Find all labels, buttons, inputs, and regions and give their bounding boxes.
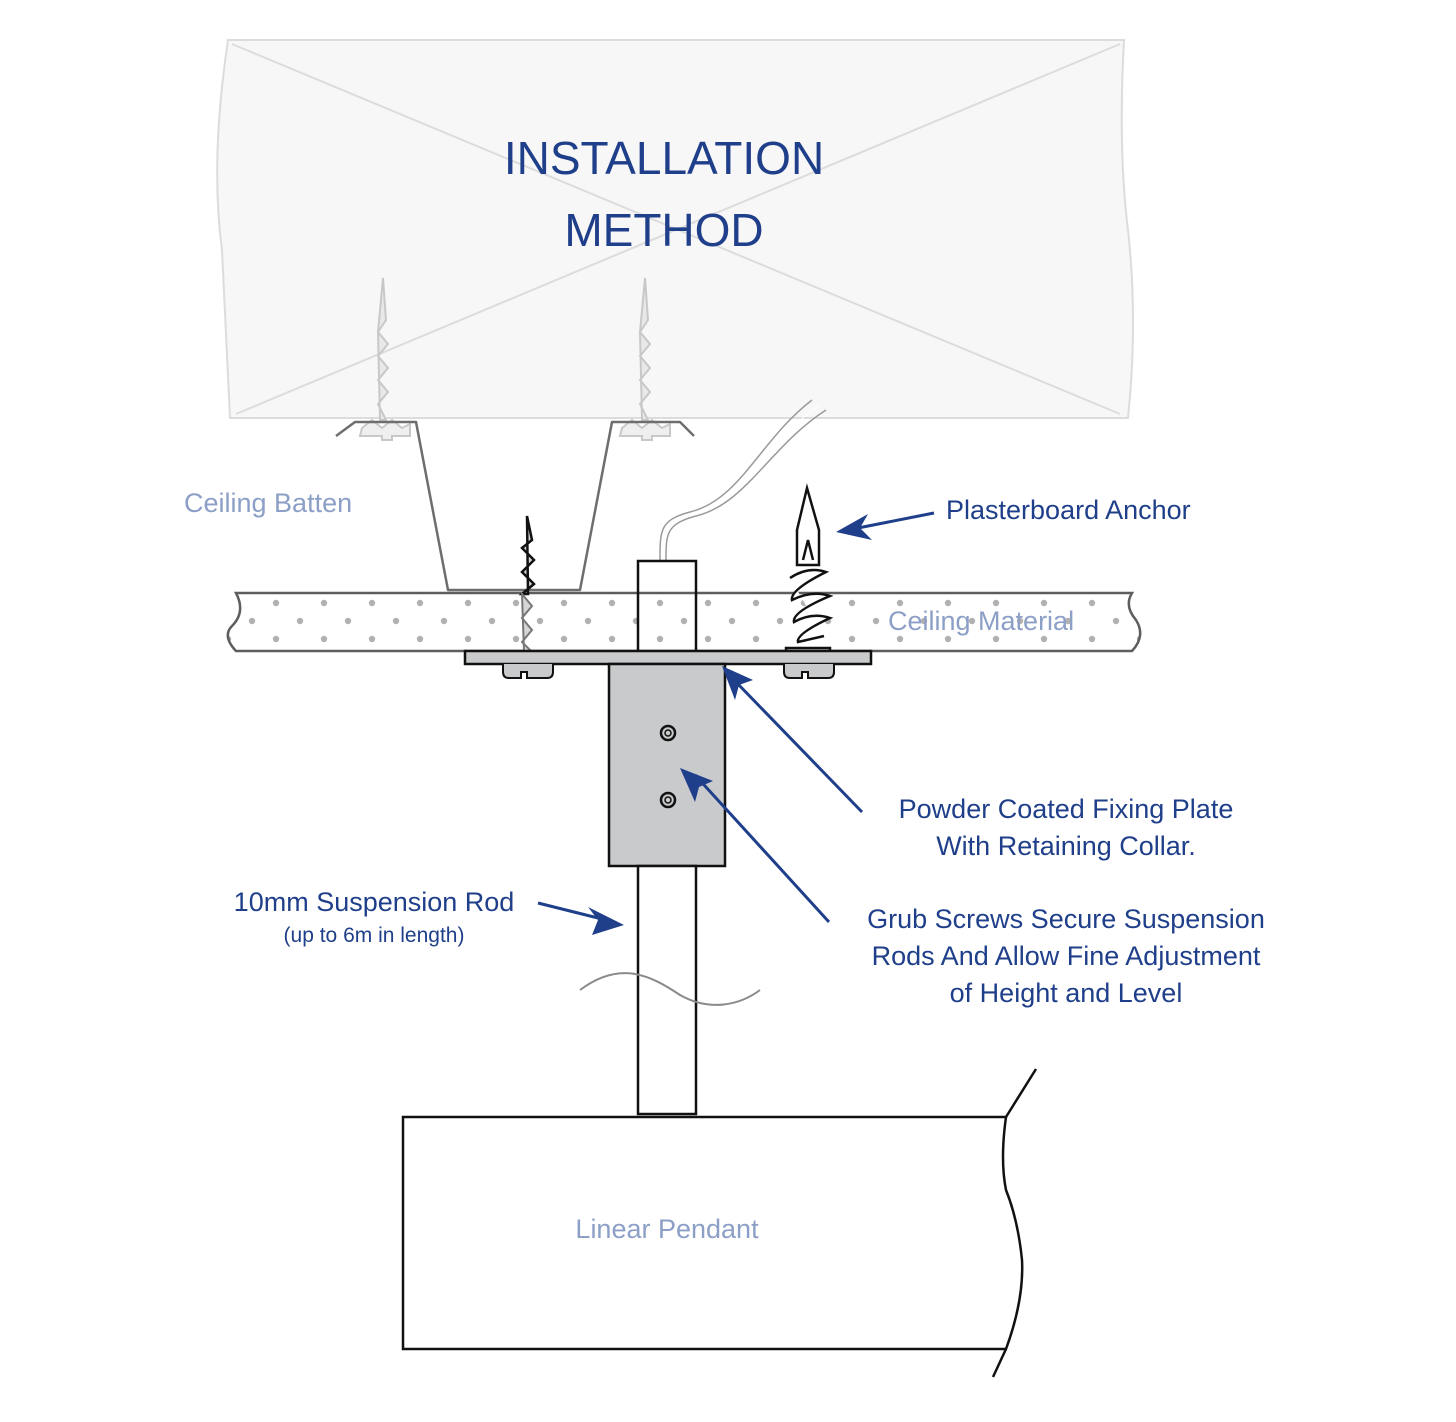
title-line-1: INSTALLATION xyxy=(504,132,824,184)
screw-head-right-icon xyxy=(783,664,835,679)
label-grub-screws-line-3: of Height and Level xyxy=(950,978,1183,1008)
label-grub-screws-line-1: Grub Screws Secure Suspension xyxy=(867,904,1265,934)
label-fixing-plate-line-1: Powder Coated Fixing Plate xyxy=(899,794,1234,824)
label-ceiling-material: Ceiling Material xyxy=(888,606,1074,636)
pendant-break-line xyxy=(991,1068,1038,1378)
label-ceiling-batten: Ceiling Batten xyxy=(184,488,352,518)
ceiling-void-block xyxy=(216,39,1134,419)
leader-arrows xyxy=(537,511,935,935)
screw-head-left-icon xyxy=(502,664,554,679)
ceiling-material-board xyxy=(226,591,1142,653)
label-plasterboard-anchor: Plasterboard Anchor xyxy=(946,495,1191,525)
arrow-suspension-rod-icon xyxy=(537,901,624,935)
ceiling-batten xyxy=(335,420,695,592)
batten-screw-right-icon xyxy=(618,277,671,441)
batten-screw-left-icon xyxy=(358,277,411,441)
retaining-collar xyxy=(607,662,727,868)
fixing-plate xyxy=(463,649,873,666)
label-suspension-rod-line-2: (up to 6m in length) xyxy=(284,924,465,947)
label-suspension-rod-line-1: 10mm Suspension Rod xyxy=(234,887,515,917)
batten-fixing-screw-icon xyxy=(518,515,536,653)
suspension-rod xyxy=(636,864,698,1116)
rod-break-line xyxy=(579,972,761,1006)
grub-screw-top-icon xyxy=(659,724,677,742)
label-fixing-plate-line-2: With Retaining Collar. xyxy=(936,831,1196,861)
title-line-2: METHOD xyxy=(564,204,763,256)
arrow-grub-screws-icon xyxy=(680,768,831,924)
grub-screw-bottom-icon xyxy=(659,791,677,809)
power-cable xyxy=(659,399,827,561)
arrow-plasterboard-anchor-icon xyxy=(836,511,935,540)
label-linear-pendant: Linear Pendant xyxy=(575,1214,759,1244)
arrow-fixing-plate-icon xyxy=(722,666,864,814)
label-grub-screws-line-2: Rods And Allow Fine Adjustment xyxy=(872,941,1261,971)
linear-pendant-body xyxy=(401,1115,1024,1351)
